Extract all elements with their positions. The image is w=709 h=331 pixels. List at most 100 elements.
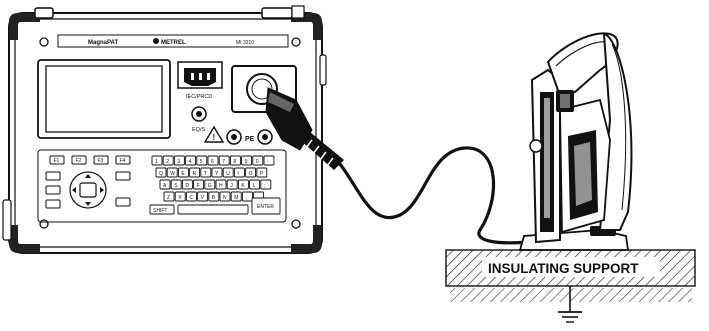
key-f1: F1: [54, 158, 60, 164]
keyboard-key: [159, 179, 171, 190]
keyboard-key: [166, 167, 178, 178]
keyboard-key-label: Q: [159, 171, 163, 177]
keyboard-key: [249, 179, 261, 190]
shift-key-label: SHIFT: [153, 208, 167, 214]
keyboard-key: [196, 155, 208, 166]
keyboard-key-label: T: [204, 171, 207, 177]
arrow-down-icon: [85, 202, 91, 206]
keyboard-key: [181, 179, 193, 190]
keyboard-key: [173, 155, 185, 166]
arrow-left-icon: [72, 187, 76, 193]
keyboard-key-label: 0: [256, 159, 259, 165]
navigation-keys: [45, 171, 131, 209]
keyboard-key-label: E: [181, 171, 185, 177]
keyboard-key: [260, 179, 272, 190]
keyboard-key-label: M: [234, 195, 238, 201]
keyboard-key-label: G: [208, 183, 212, 189]
keyboard-key-label: S: [174, 183, 178, 189]
keyboard-key: [189, 167, 201, 178]
eq-terminal-label: EQ/S: [192, 127, 205, 133]
keyboard-key-label: V: [201, 195, 205, 201]
mains-plug: [265, 87, 344, 170]
keyboard-key: [211, 167, 223, 178]
pat-tester-device: MagnaPAT METREL MI 3310 IEC/PRCD EQ/S ! …: [2, 5, 327, 254]
electric-iron: [518, 32, 633, 251]
enter-key: [251, 197, 281, 215]
screw-icon: [39, 37, 49, 47]
keyboard-key-label: P: [260, 171, 264, 177]
keyboard-key: [256, 167, 268, 178]
keyboard-key-label: C: [189, 195, 193, 201]
keyboard-key: [226, 179, 238, 190]
keyboard-key: [197, 191, 209, 202]
arrow-up-icon: [85, 174, 91, 178]
keyboard-key-label: 5: [200, 159, 203, 165]
mains-cable: [338, 146, 542, 245]
keyboard-key: [193, 179, 205, 190]
keyboard-key-label: 4: [189, 159, 192, 165]
keyboard-key: [170, 179, 182, 190]
keyboard-key: [151, 155, 163, 166]
keyboard-key-label: O: [249, 171, 253, 177]
keyboard-key-label: 9: [245, 159, 248, 165]
model-code: MI 3310: [236, 40, 254, 46]
enter-key-label: ENTER: [257, 204, 274, 210]
svg-text:!: !: [213, 133, 216, 142]
keyboard-key-label: U: [226, 171, 230, 177]
keyboard-key: [219, 191, 231, 202]
screw-icon: [291, 37, 301, 47]
keyboard-key-label: 1: [155, 159, 158, 165]
keyboard-key: [229, 155, 241, 166]
keyboard-key: [163, 191, 175, 202]
alphanumeric-keyboard: 1234567890-QWERTYUIOPASDFGHJKL;ZXCVBNM,.…: [149, 155, 281, 215]
keyboard-key-label: L: [253, 183, 256, 189]
keyboard-key-label: D: [185, 183, 189, 189]
keyboard-key-label: 7: [222, 159, 225, 165]
space-bar: [177, 204, 249, 215]
keyboard-key: [185, 191, 197, 202]
keyboard-key: [207, 155, 219, 166]
screw-icon: [291, 219, 301, 229]
keyboard-key-label: N: [223, 195, 227, 201]
keyboard-key: [237, 179, 249, 190]
keyboard-key-label: H: [219, 183, 223, 189]
keyboard-key: [252, 155, 264, 166]
keyboard-key: [218, 155, 230, 166]
key-f3: F3: [98, 158, 104, 164]
keyboard-key-label: I: [237, 171, 238, 177]
corner-bumper: [9, 225, 40, 253]
shift-key: [149, 204, 175, 215]
keyboard-key-label: 6: [211, 159, 214, 165]
insulating-support-label: INSULATING SUPPORT: [488, 261, 639, 276]
keyboard-key-label: Z: [167, 195, 170, 201]
keyboard-key-label: -: [267, 159, 269, 165]
keyboard-key-label: 3: [177, 159, 180, 165]
keyboard-key: [200, 167, 212, 178]
dial-icon: [529, 139, 543, 153]
keyboard-key: [241, 155, 253, 166]
keyboard-key: [177, 167, 189, 178]
brand-logo-icon: [153, 38, 159, 44]
brand-name: METREL: [161, 40, 186, 46]
keyboard-key: [233, 167, 245, 178]
arrow-right-icon: [100, 187, 104, 193]
keyboard-key-label: R: [193, 171, 197, 177]
keyboard-key-label: J: [230, 183, 233, 189]
keyboard-key: [241, 191, 253, 202]
corner-bumper: [291, 225, 322, 253]
keyboard-key-label: ,: [245, 195, 246, 201]
keyboard-key-label: B: [212, 195, 216, 201]
key-f2: F2: [76, 158, 82, 164]
screw-icon: [39, 219, 49, 229]
keyboard-key: [230, 191, 242, 202]
lcd-screen: [45, 65, 163, 133]
keyboard-key-label: 8: [233, 159, 236, 165]
keyboard-key: [185, 155, 197, 166]
iec-socket-label: IEC/PRCD: [186, 94, 212, 100]
keyboard-key: [174, 191, 186, 202]
keyboard-key: [222, 167, 234, 178]
model-name: MagnaPAT: [88, 40, 118, 46]
key-f4: F4: [120, 158, 126, 164]
keyboard-key-label: K: [241, 183, 245, 189]
